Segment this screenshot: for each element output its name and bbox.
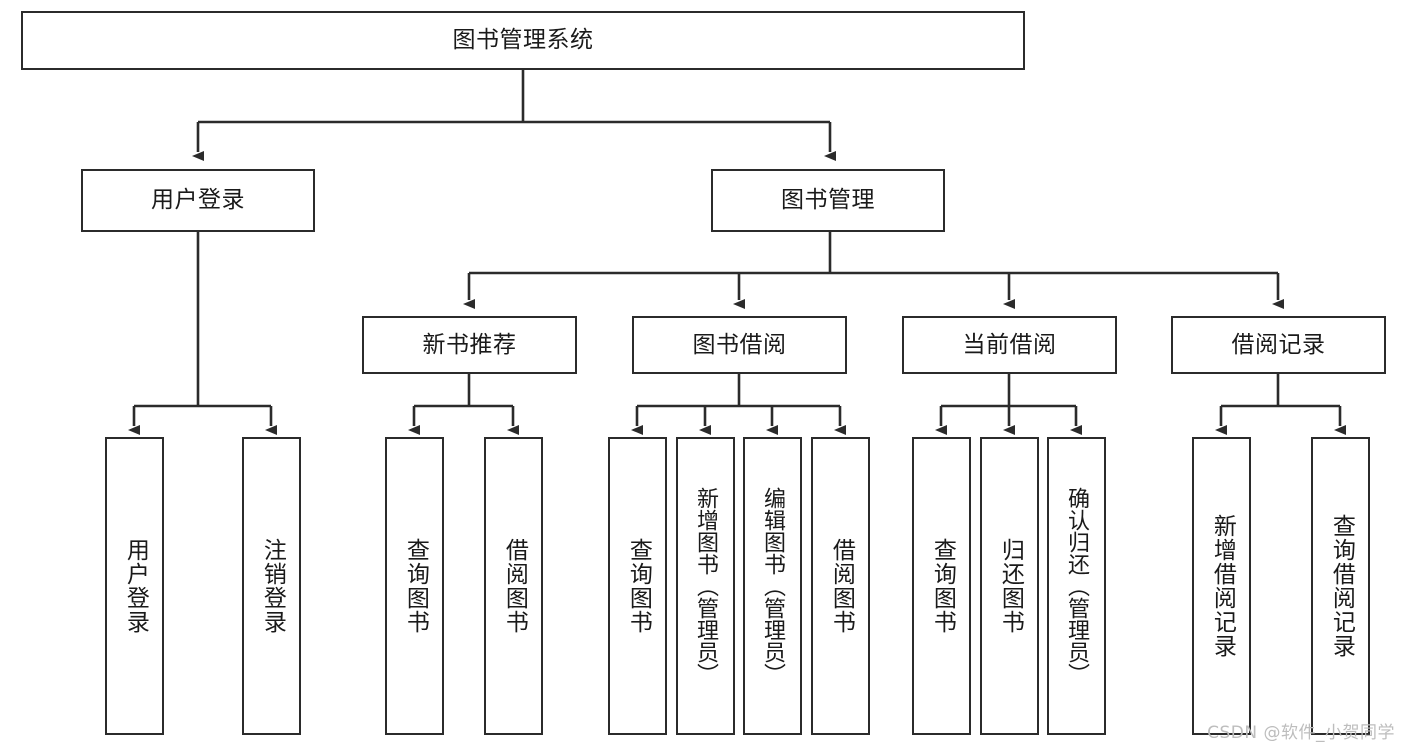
node-leaf-logout-login-label: 注销登录 [259,538,286,634]
node-leaf-edit-book[interactable]: 编辑图书（管理员） [743,437,802,735]
node-leaf-logout-login[interactable]: 注销登录 [242,437,301,735]
node-leaf-user-login-label: 用户登录 [122,538,149,634]
node-leaf-edit-book-label: 编辑图书（管理员） [760,487,786,685]
node-leaf-confirm-return-label: 确认归还（管理员） [1064,487,1090,685]
node-leaf-query-record-label: 查询借阅记录 [1328,514,1355,658]
node-leaf-confirm-return[interactable]: 确认归还（管理员） [1047,437,1106,735]
node-leaf-user-login[interactable]: 用户登录 [105,437,164,735]
node-user-login-label: 用户登录 [151,187,245,214]
node-current-borrow[interactable]: 当前借阅 [902,316,1117,374]
node-book-borrow-label: 图书借阅 [692,331,787,358]
node-root[interactable]: 图书管理系统 [21,11,1025,70]
node-book-management[interactable]: 图书管理 [711,169,945,232]
node-leaf-add-record-label: 新增借阅记录 [1209,514,1236,658]
node-root-label: 图书管理系统 [452,27,594,54]
node-leaf-add-book[interactable]: 新增图书（管理员） [676,437,735,735]
node-leaf-return-book-label: 归还图书 [997,538,1024,634]
watermark-text: CSDN @软件_小贺同学 [1207,723,1395,743]
node-leaf-query-book-1[interactable]: 查询图书 [385,437,444,735]
node-leaf-add-record[interactable]: 新增借阅记录 [1192,437,1251,735]
node-borrow-record[interactable]: 借阅记录 [1171,316,1386,374]
node-leaf-query-book-3[interactable]: 查询图书 [912,437,971,735]
node-new-book-recommend[interactable]: 新书推荐 [362,316,577,374]
node-leaf-query-book-2[interactable]: 查询图书 [608,437,667,735]
node-current-borrow-label: 当前借阅 [962,331,1057,358]
node-leaf-query-record[interactable]: 查询借阅记录 [1311,437,1370,735]
node-leaf-query-book-3-label: 查询图书 [929,538,956,634]
node-leaf-return-book[interactable]: 归还图书 [980,437,1039,735]
node-leaf-query-book-2-label: 查询图书 [625,538,652,634]
node-leaf-query-book-1-label: 查询图书 [402,538,429,634]
node-user-login[interactable]: 用户登录 [81,169,315,232]
node-book-borrow[interactable]: 图书借阅 [632,316,847,374]
node-book-management-label: 图书管理 [781,187,875,214]
node-leaf-borrow-book-2[interactable]: 借阅图书 [811,437,870,735]
node-leaf-borrow-book-1[interactable]: 借阅图书 [484,437,543,735]
node-leaf-borrow-book-2-label: 借阅图书 [828,538,855,634]
node-leaf-add-book-label: 新增图书（管理员） [693,487,719,685]
node-leaf-borrow-book-1-label: 借阅图书 [501,538,528,634]
node-new-book-recommend-label: 新书推荐 [422,331,517,358]
node-borrow-record-label: 借阅记录 [1231,331,1326,358]
